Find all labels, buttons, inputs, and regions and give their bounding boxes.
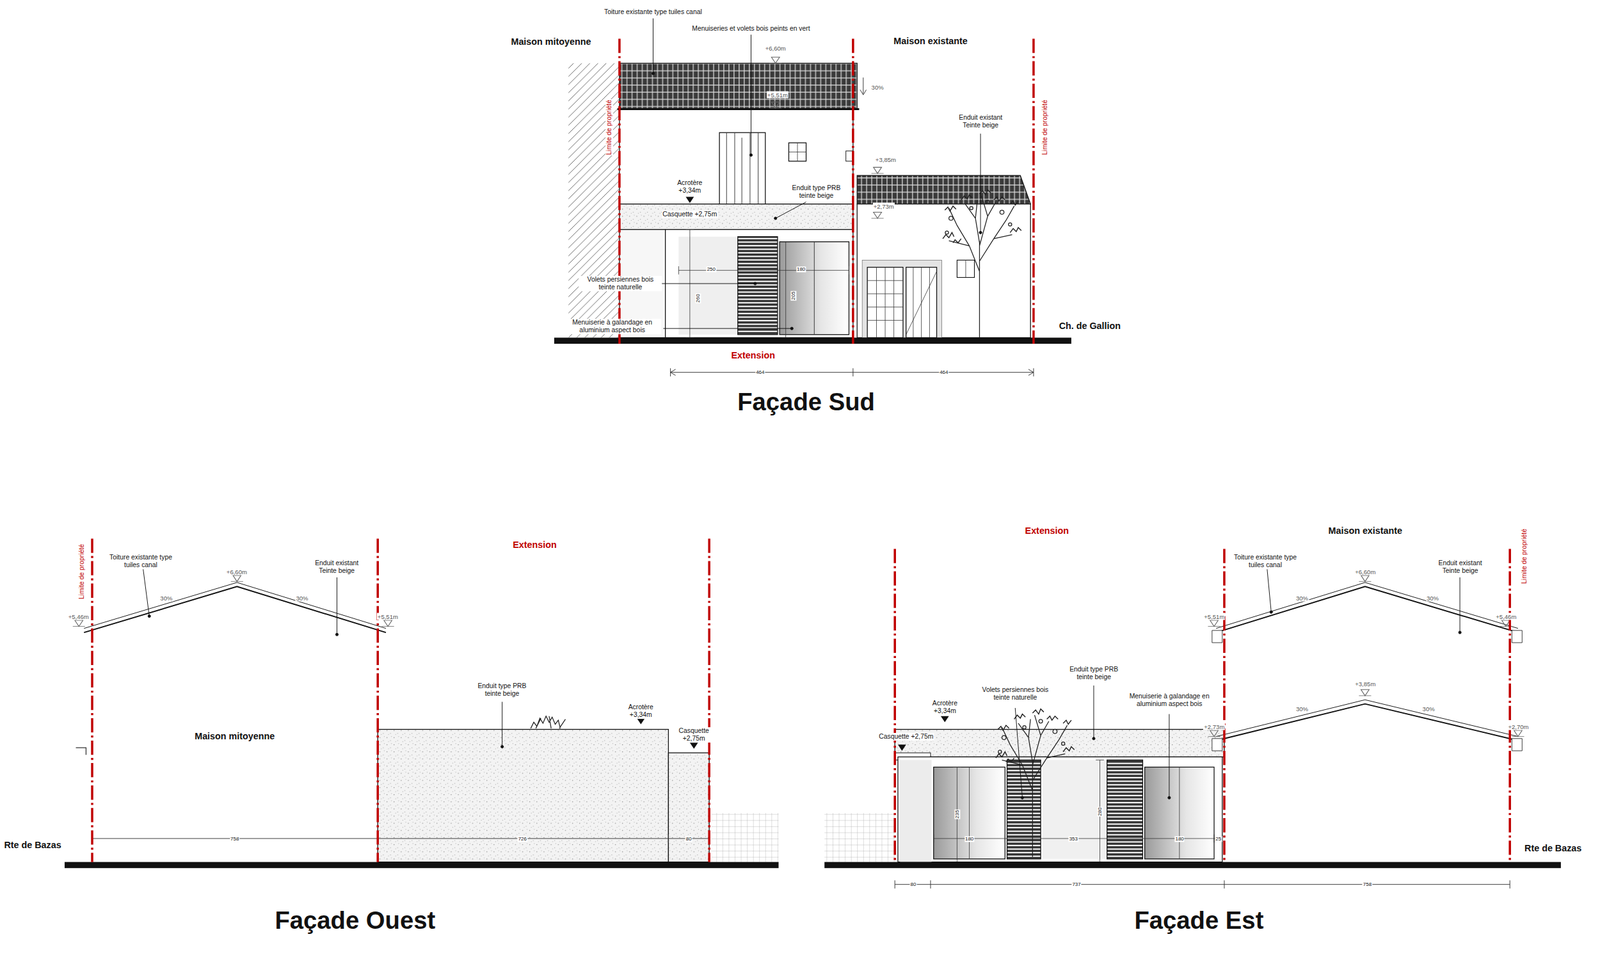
dimension: 25 [1214,835,1222,842]
dimension: 726 [517,835,528,842]
dimension: 737 [1071,881,1081,888]
annotation-label: Acrotère +3,34m [619,703,662,719]
dimension: 80 [685,835,693,842]
annotation-label: Casquette +2,75m [661,210,718,219]
dimension: 758 [1362,881,1373,888]
dimension: 235 [954,809,960,820]
level-mark: +2,73m [1203,723,1225,731]
place-label: Rte de Bazas [3,839,62,850]
level-mark: +5,46m [67,613,90,621]
level-mark: 30% [159,594,173,602]
annotation-label: Toiture existante type tuiles canal [603,8,703,16]
dimension: 353 [1068,835,1079,842]
place-label: Maison mitoyenne [193,730,276,741]
place-label: Rte de Bazas [1523,842,1583,854]
property-limit-label: Limite de propriété [605,99,614,156]
place-label: Ch. de Gallion [1058,320,1122,331]
zone-label: Extension [512,539,557,550]
annotation-label: Enduit existant Teinte beige [309,560,365,576]
annotation-label: Enduit existant Teinte beige [953,113,1008,130]
view-title: Façade Ouest [273,906,436,935]
dimension: 180 [964,835,975,842]
annotation-label: Casquette +2,75m [878,732,934,741]
view-title: Façade Sud [736,387,876,416]
level-mark: +5,51m [376,613,399,621]
dimension: 464 [938,369,949,376]
level-mark: +2,73m [872,202,895,210]
annotation-label: Enduit type PRB teinte beige [471,682,532,698]
place-label: Maison existante [1328,525,1403,536]
level-mark: +6,60m [1354,567,1376,575]
level-mark: +5,51m [766,91,789,99]
dimension: 250 [706,266,717,272]
view-title: Façade Est [1133,906,1264,935]
annotation-label: Volets persiennes bois teinte naturelle [977,686,1053,702]
property-limit-label: Limite de propriété [1520,528,1529,585]
level-mark: 30% [1295,704,1309,712]
dimension: 280 [1096,806,1103,816]
level-mark: 30% [1295,594,1309,602]
level-mark: +5,46m [1495,613,1517,621]
west-elevation [64,538,779,868]
level-mark: 30% [871,83,885,91]
annotation-label: Toiture existante type tuiles canal [103,553,179,569]
annotation-label: Volets persiennes bois teinte naturelle [579,275,663,292]
south-elevation [554,18,1072,377]
annotation-label: Enduit type PRB teinte beige [1063,665,1124,681]
annotation-label: Menuiserie à galandage en aluminium aspe… [1123,692,1215,708]
dimension: 464 [755,369,765,376]
level-mark: +2,70m [1507,723,1529,731]
east-elevation [824,548,1561,889]
annotation-label: Menuiserie à galandage en aluminium aspe… [563,318,662,335]
dimension: 180 [1174,835,1184,842]
level-mark: +6,60m [764,44,787,52]
level-mark: 30% [295,594,309,602]
annotation-label: Casquette +2,75m [670,727,719,743]
property-limit-label: Limite de propriété [1041,99,1049,156]
level-mark: +3,85m [874,155,897,163]
annotation-label: Acrotère +3,34m [668,179,712,195]
level-mark: +6,60m [225,567,248,575]
annotation-label: Enduit existant Teinte beige [1432,560,1488,576]
dimension: 80 [910,881,918,888]
zone-label: Extension [730,350,776,361]
annotation-label: Toiture existante type tuiles canal [1228,553,1304,569]
level-mark: +3,85m [1354,680,1376,688]
annotation-label: Acrotère +3,34m [924,699,967,715]
level-mark: 30% [1425,594,1440,602]
dimension: 758 [229,835,240,842]
property-limit-label: Limite de propriété [78,543,86,600]
annotation-label: Menuiseries et volets bois peints en ver… [691,24,811,33]
place-label: Maison existante [892,35,968,47]
level-mark: 30% [1422,704,1436,712]
level-mark: +5,51m [1203,613,1225,621]
dimension: 260 [695,293,701,303]
zone-label: Extension [1024,525,1070,536]
annotation-label: Enduit type PRB teinte beige [784,184,849,200]
dimension: 180 [796,266,806,272]
dimension: 205 [791,291,797,301]
place-label: Maison mitoyenne [510,36,592,47]
